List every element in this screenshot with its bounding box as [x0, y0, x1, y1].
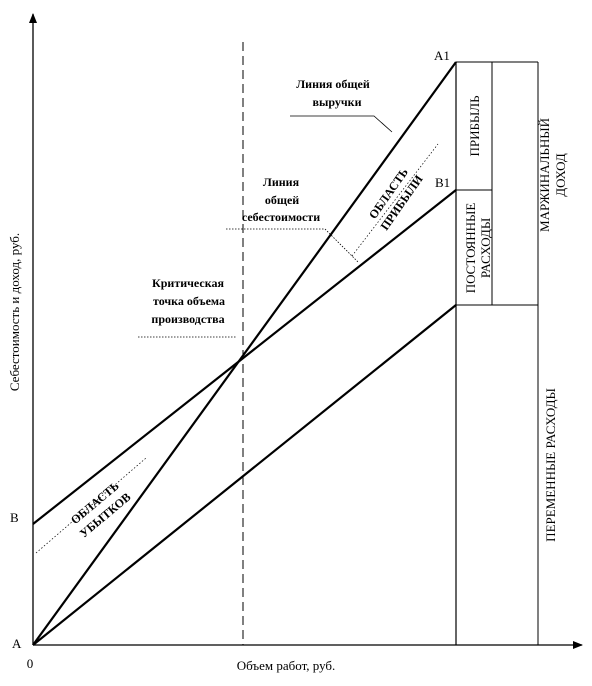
point-b1-label: B1 [435, 175, 450, 190]
fixed-costs-label-1: ПОСТОЯННЫЕ [463, 203, 478, 294]
variable-costs-bracket-label: ПЕРЕМЕННЫЕ РАСХОДЫ [543, 388, 558, 542]
critical-point-label-3: производства [151, 312, 224, 326]
point-b-label: B [10, 510, 19, 525]
critical-point-label-2: точка объема [153, 294, 225, 308]
point-a1-label: A1 [434, 48, 450, 63]
marginal-income-bracket-label: МАРЖИНАЛЬНЫЙ ДОХОД [537, 118, 568, 232]
y-axis-label: Себестоимость и доход, руб. [7, 233, 22, 391]
cost-line-label-2: общей [265, 193, 299, 207]
total-cost-line [32, 189, 457, 525]
fixed-costs-label-2: РАСХОДЫ [478, 218, 493, 278]
revenue-line-label-1: Линия общей [296, 77, 370, 91]
profit-area-hatch [351, 143, 439, 257]
revenue-line-label-2: выручки [313, 95, 362, 109]
marginal-income-label-2: ДОХОД [553, 153, 568, 197]
cost-line-label-1: Линия [263, 175, 300, 189]
variable-cost-line [32, 304, 457, 646]
loss-area-label: ОБЛАСТЬ УБЫТКОВ [68, 479, 134, 541]
revenue-leader-line [290, 115, 393, 133]
critical-point-label-1: Критическая [152, 276, 224, 290]
total-revenue-line [32, 61, 457, 646]
point-a-label: A [12, 636, 22, 651]
origin-label: 0 [27, 656, 34, 671]
cost-line-label-3: себестоимости [242, 210, 320, 224]
x-axis-label: Объем работ, руб. [237, 658, 336, 673]
cost-leader-line [226, 228, 359, 263]
marginal-income-label-1: МАРЖИНАЛЬНЫЙ [537, 118, 552, 232]
profit-bracket-label: ПРИБЫЛЬ [467, 95, 482, 157]
fixed-costs-bracket-label: ПОСТОЯННЫЕ РАСХОДЫ [463, 203, 493, 294]
